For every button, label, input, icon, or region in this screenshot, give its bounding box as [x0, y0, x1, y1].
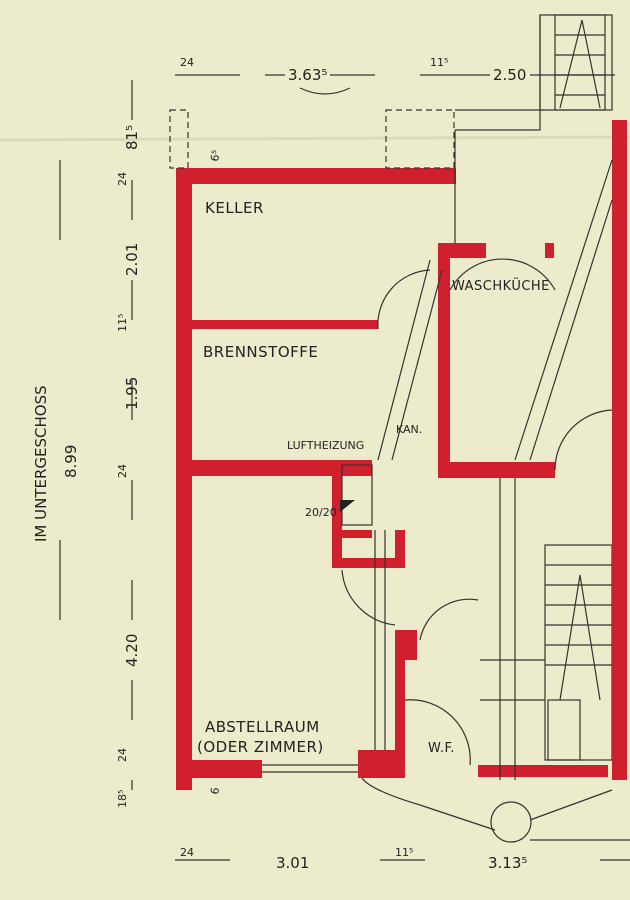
- room-label-oder-zimmer: (ODER ZIMMER): [197, 738, 324, 756]
- dim-top-3: 2.50: [493, 66, 526, 84]
- dim-left-0: 81⁵: [123, 125, 141, 150]
- room-label-keller: KELLER: [205, 199, 264, 217]
- room-label-brennstoffe: BRENNSTOFFE: [203, 343, 318, 361]
- dim-misc-1: 6: [208, 786, 222, 795]
- dim-top-2: 11⁵: [430, 56, 448, 69]
- dimension-lines: [59, 74, 630, 861]
- dim-bottom-1: 3.01: [276, 854, 309, 872]
- stairs-bottom: [544, 544, 613, 761]
- paper-fold: [0, 135, 630, 142]
- dim-top-0: 24: [180, 56, 194, 69]
- floor-label: IM UNTERGESCHOSS: [32, 385, 50, 542]
- floor-total-dimension: 8.99: [62, 445, 80, 478]
- dim-left-6: 4.20: [123, 634, 141, 667]
- dim-left-3: 11⁵: [116, 314, 129, 332]
- dim-left-4: 1.95: [123, 377, 141, 410]
- dim-bottom-2: 11⁵: [395, 846, 413, 859]
- dim-misc-0: 6⁵: [208, 149, 223, 163]
- manhole: [490, 801, 532, 843]
- dim-top-1: 3.63⁵: [288, 66, 327, 84]
- room-label-abstellraum: ABSTELLRAUM: [205, 718, 320, 736]
- linework: [169, 109, 630, 843]
- dim-left-8: 18⁵: [116, 790, 129, 808]
- walls: [176, 120, 627, 790]
- room-label-wf: W.F.: [428, 741, 455, 756]
- stairs-top: [455, 14, 613, 131]
- dim-left-1: 24: [116, 172, 129, 186]
- room-label-waschkueche: WASCHKÜCHE: [452, 277, 550, 294]
- annotation-kan: KAN.: [396, 423, 422, 436]
- dim-left-2: 2.01: [123, 243, 141, 276]
- annotation-flue-size: 20/20: [305, 506, 337, 519]
- dim-left-5: 24: [116, 464, 129, 478]
- dim-bottom-3: 3.13⁵: [488, 854, 527, 872]
- dim-left-7: 24: [116, 748, 129, 762]
- dim-bottom-0: 24: [180, 846, 194, 859]
- annotation-luftheizung: LUFTHEIZUNG: [287, 439, 364, 452]
